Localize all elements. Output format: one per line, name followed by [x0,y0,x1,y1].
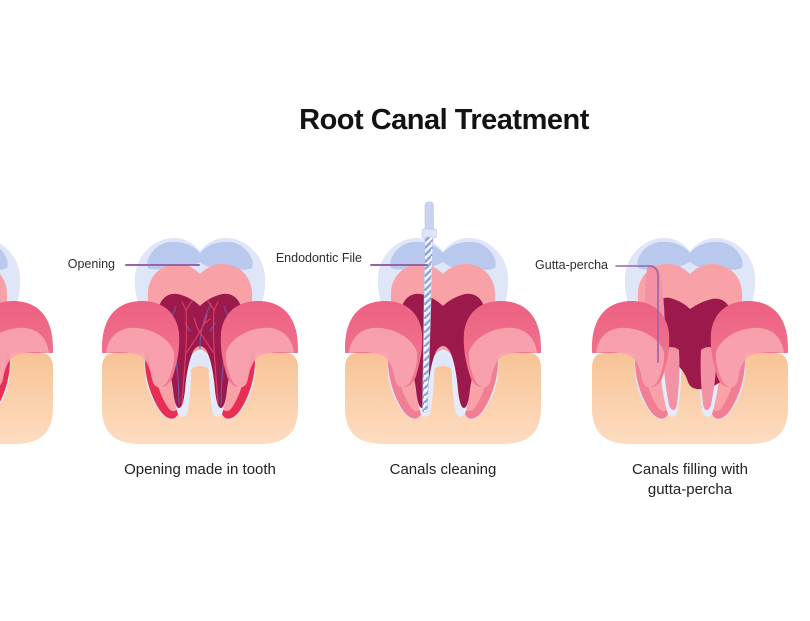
tooth-illustration-filling [592,238,788,444]
jaw-bone [102,353,298,444]
caption-opening-text: Opening made in tooth [124,461,276,478]
jaw-bone [345,353,541,444]
caption-cleaning: Canals cleaning [333,460,553,480]
connector-opening [125,264,200,266]
caption-filling: Canals filling with gutta-percha [580,460,800,499]
connector-gutta-percha [615,265,659,363]
caption-filling-text: Canals filling with gutta-percha [632,461,748,498]
tooth-illustration-cleaning [345,201,541,444]
tooth-illustration-opening [102,238,298,444]
connector-endodontic-file [370,264,428,266]
caption-opening: Opening made in tooth [90,460,310,480]
label-opening: Opening [67,257,115,271]
label-gutta-percha: Gutta-percha [535,258,608,272]
caption-cleaning-text: Canals cleaning [389,461,497,478]
label-endodontic-file: Endodontic File [275,251,362,265]
page-title: Root Canal Treatment [299,104,589,136]
tooth-illustration-partial [0,238,53,444]
